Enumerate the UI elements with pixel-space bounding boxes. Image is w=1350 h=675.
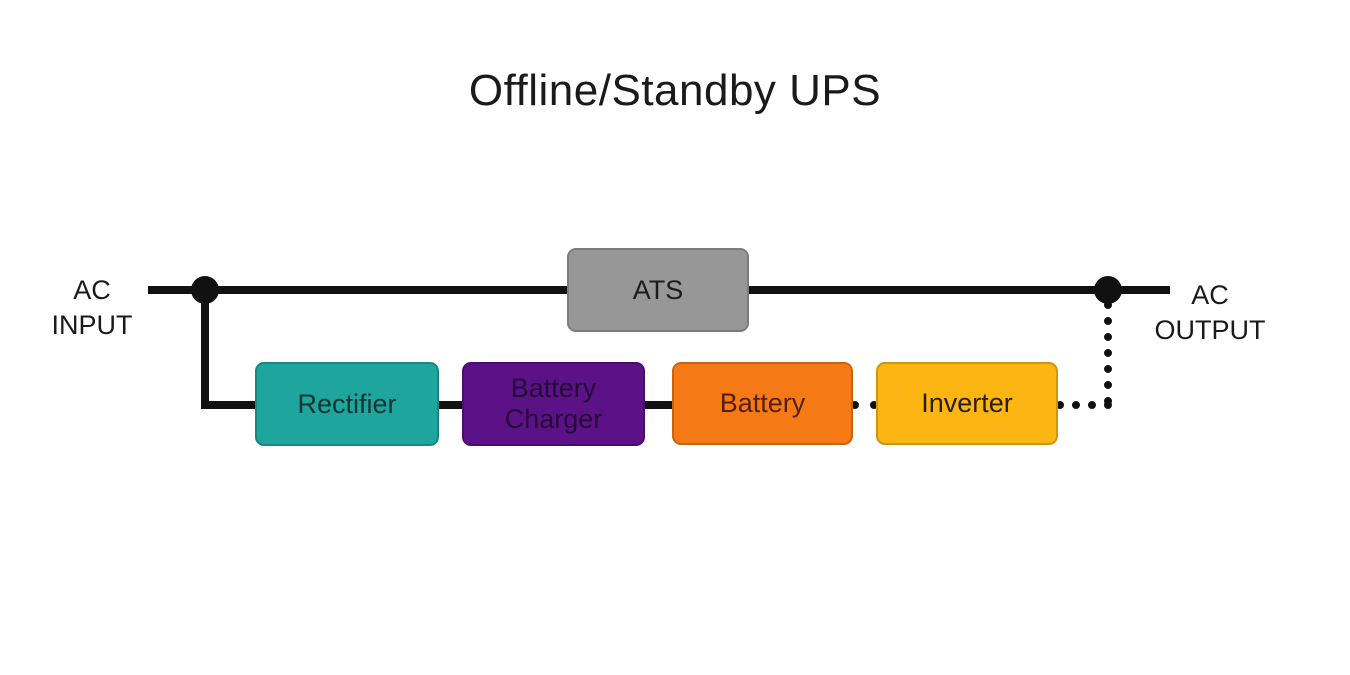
branch-line-down — [201, 290, 209, 409]
ac-output-line2: OUTPUT — [1154, 315, 1266, 345]
node-battery-charger: Battery Charger — [462, 362, 645, 446]
connector-rectifier-charger — [437, 401, 464, 409]
ac-input-line2: INPUT — [51, 310, 133, 340]
branch-line-to-rectifier — [201, 401, 258, 409]
ac-input-label: AC INPUT — [22, 273, 162, 343]
dotted-connector-battery-inverter — [851, 401, 878, 409]
ac-output-line1: AC — [1191, 280, 1229, 310]
node-battery: Battery — [672, 362, 853, 445]
node-inverter: Inverter — [876, 362, 1058, 445]
node-battery-label: Battery — [719, 388, 806, 418]
node-rectifier-label: Rectifier — [297, 388, 397, 419]
diagram-title: Offline/Standby UPS — [468, 66, 882, 115]
ac-output-label: AC OUTPUT — [1140, 278, 1280, 348]
dotted-connector-up-to-output — [1104, 301, 1112, 405]
node-ats-label: ATS — [632, 274, 684, 305]
output-junction-dot — [1094, 276, 1122, 304]
node-ats: ATS — [567, 248, 749, 332]
node-inverter-label: Inverter — [921, 388, 1013, 418]
dotted-connector-inverter-output — [1056, 401, 1112, 409]
ac-input-line1: AC — [73, 275, 111, 305]
connector-charger-battery — [643, 401, 674, 409]
node-battery-charger-label: Battery Charger — [504, 373, 603, 434]
node-rectifier: Rectifier — [255, 362, 439, 446]
